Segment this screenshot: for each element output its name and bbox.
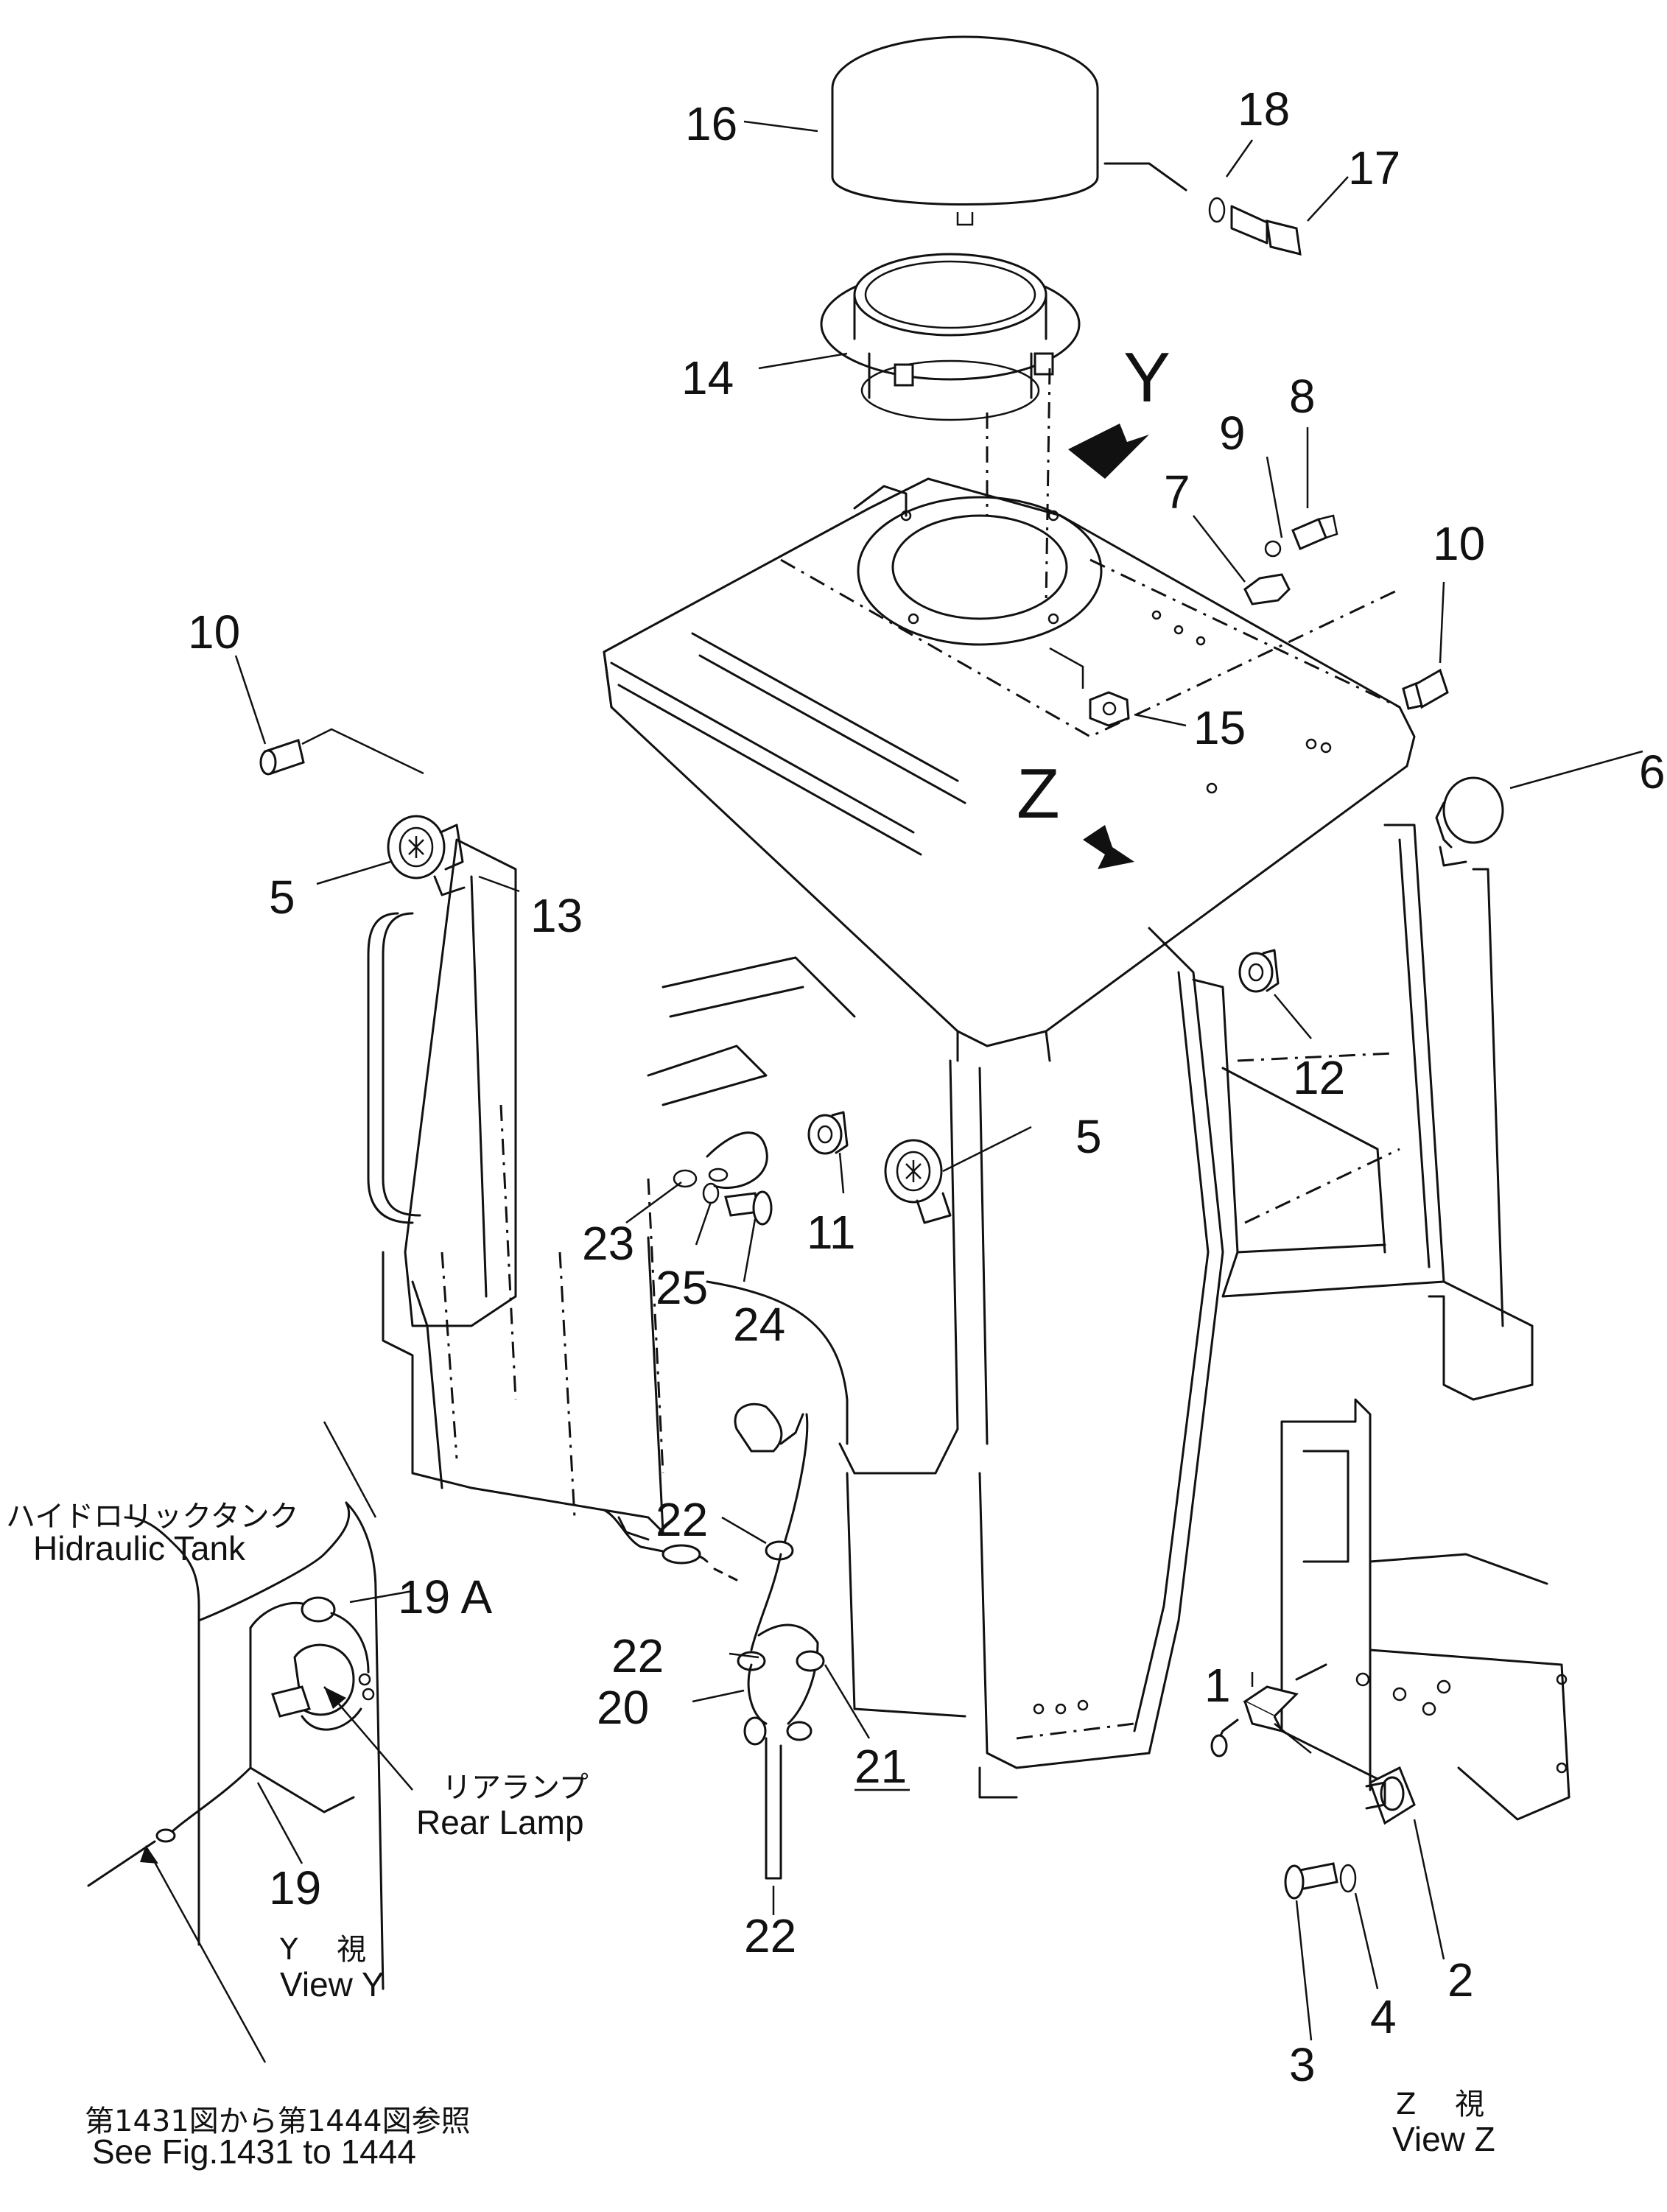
part-bolt-17 bbox=[1103, 162, 1302, 256]
part-harness-20 bbox=[603, 1402, 825, 1880]
reference-label-en: See Fig.1431 to 1444 bbox=[92, 2132, 416, 2171]
view-z-label-jp: Z 視 bbox=[1396, 2088, 1484, 2121]
view-arrows bbox=[1068, 424, 1149, 869]
hydraulic-tank-label-jp: ハイドロリックタンク bbox=[6, 1500, 299, 1534]
label-part-5-right: 5 bbox=[1075, 1110, 1102, 1163]
label-part-10-right: 10 bbox=[1433, 517, 1485, 570]
rear-lamp-label-jp: リアランプ bbox=[442, 1771, 589, 1805]
part-lamp-5b bbox=[884, 1139, 952, 1224]
part-cover-plate-7 bbox=[1151, 514, 1338, 646]
label-part-18: 18 bbox=[1238, 82, 1290, 136]
captions: ハイドロリックタンク Hidraulic Tank リアランプ Rear Lam… bbox=[6, 1500, 1495, 2171]
label-part-25: 25 bbox=[656, 1261, 708, 1314]
label-part-17: 17 bbox=[1348, 141, 1400, 194]
view-z-inset bbox=[1210, 1398, 1571, 1900]
hydraulic-tank-label-en: Hidraulic Tank bbox=[33, 1529, 246, 1567]
part-lamp-5a bbox=[387, 815, 466, 896]
leader-lines bbox=[234, 120, 1643, 2041]
part-lamp-6 bbox=[1435, 776, 1504, 867]
part-strainer-14 bbox=[820, 253, 1081, 605]
part-grommet-12 bbox=[1238, 949, 1280, 993]
label-part-4: 4 bbox=[1370, 1990, 1397, 2043]
view-y-label-en: View Y bbox=[280, 1965, 385, 2004]
part-nut-15 bbox=[1049, 647, 1130, 727]
label-part-5-left: 5 bbox=[269, 871, 295, 924]
label-part-2: 2 bbox=[1447, 1953, 1474, 2006]
label-part-10-left: 10 bbox=[188, 605, 240, 659]
rops-frame bbox=[367, 477, 1534, 1799]
label-part-22-c: 22 bbox=[744, 1909, 796, 1962]
part-bracket-23 bbox=[673, 1131, 773, 1226]
label-part-11: 11 bbox=[807, 1206, 855, 1259]
label-part-8: 8 bbox=[1289, 370, 1316, 423]
label-part-15: 15 bbox=[1193, 701, 1246, 754]
label-part-20: 20 bbox=[597, 1681, 649, 1734]
label-part-21: 21 bbox=[854, 1740, 907, 1793]
view-arrow-z-label: Z bbox=[1017, 754, 1060, 833]
part-number-labels: 16 18 17 14 Y 7 9 8 10 10 15 Z 6 5 13 12… bbox=[188, 82, 1666, 2091]
label-part-9: 9 bbox=[1219, 407, 1246, 460]
view-arrow-y-label: Y bbox=[1123, 338, 1171, 417]
label-part-14: 14 bbox=[681, 351, 734, 404]
label-part-16: 16 bbox=[685, 97, 737, 150]
view-y-label-jp: Y 視 bbox=[279, 1933, 366, 1967]
label-part-19: 19 bbox=[269, 1861, 321, 1914]
part-grommet-11 bbox=[807, 1111, 849, 1155]
part-plug-10 bbox=[259, 668, 1449, 794]
label-part-22-a: 22 bbox=[656, 1493, 708, 1546]
view-z-label-en: View Z bbox=[1392, 2120, 1495, 2158]
label-part-13: 13 bbox=[530, 889, 583, 942]
label-part-22-b: 22 bbox=[611, 1629, 664, 1682]
rear-lamp-label-en: Rear Lamp bbox=[416, 1803, 584, 1841]
label-part-23: 23 bbox=[582, 1217, 634, 1270]
label-part-12: 12 bbox=[1293, 1051, 1345, 1104]
label-part-24: 24 bbox=[733, 1298, 785, 1351]
reference-label-jp: 第1431図から第1444図参照 bbox=[85, 2104, 471, 2138]
part-cap-16 bbox=[831, 35, 1099, 226]
label-part-6: 6 bbox=[1639, 745, 1666, 798]
label-part-7: 7 bbox=[1164, 466, 1190, 519]
label-part-1: 1 bbox=[1204, 1659, 1231, 1712]
label-part-3: 3 bbox=[1289, 2038, 1316, 2091]
label-part-19a: 19 A bbox=[398, 1570, 492, 1623]
view-y-inset bbox=[87, 1501, 413, 2063]
